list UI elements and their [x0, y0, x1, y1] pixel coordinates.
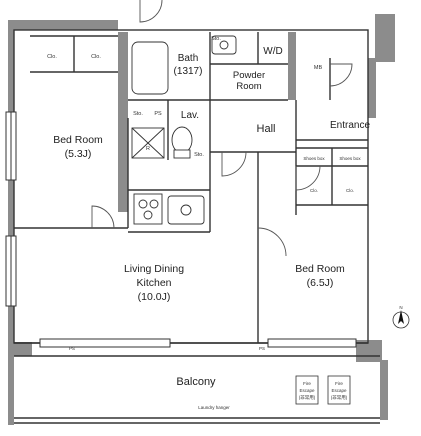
windows: [5, 111, 357, 348]
fire-escape-label-1b: Escape: [299, 388, 315, 393]
closet-label-3: Clo.: [310, 188, 318, 193]
door-entrance: [329, 63, 353, 87]
door-hall: [221, 151, 247, 177]
window-bedroom-right-bottom: [267, 338, 357, 348]
wd-wall: [288, 32, 296, 100]
refrigerator-label: R: [146, 146, 150, 152]
fixtures: [131, 35, 237, 225]
bath-label: Bath: [178, 53, 199, 64]
north-arrow-icon: [398, 310, 404, 324]
central-wall-upper: [118, 32, 128, 212]
interior-walls: [13, 29, 380, 424]
fire-escape-label-1c: (非常用): [299, 394, 316, 401]
wd-label: W/D: [263, 46, 282, 57]
top-left-wall: [8, 20, 118, 30]
balcony-label: Balcony: [176, 376, 216, 388]
door-swings: [91, 0, 353, 257]
powder-room-line1: Powder: [233, 70, 265, 81]
bedroom-right-label: Bed Room: [295, 263, 345, 275]
door-bedroom-right: [295, 165, 321, 191]
ldk-size: (10.0J): [138, 291, 171, 303]
compass: N: [392, 305, 410, 329]
closet-label-2: Clo.: [91, 54, 101, 60]
closet-label-1: Clo.: [47, 54, 57, 60]
powder-room-line2: Room: [236, 81, 261, 92]
fire-escape-label-2c: (非常用): [331, 394, 348, 401]
stove: [133, 193, 163, 225]
bathtub: [131, 41, 169, 95]
ps-label-top: PS: [154, 111, 162, 117]
door-ldk: [257, 227, 287, 257]
storage-label-1: Sto.: [133, 111, 143, 117]
closet-label-4: Clo.: [346, 188, 354, 193]
compass-north-label: N: [399, 305, 402, 310]
door-top: [139, 0, 163, 23]
bath-size: (1317): [174, 66, 203, 77]
bedroom-left-size: (5.3J): [65, 148, 92, 160]
storage-label-3: Sto.: [194, 152, 204, 158]
fire-escape-label-1a: Fire: [303, 381, 311, 386]
balcony-right-wall: [380, 360, 388, 420]
door-bedroom-left: [91, 205, 115, 229]
bottom-left-column: [8, 342, 32, 356]
mb-label: MB: [314, 65, 323, 71]
fire-escape-label-2b: Escape: [331, 388, 347, 393]
ps-label-right: PS: [259, 346, 265, 351]
top-right-column: [375, 14, 395, 62]
toilet: [171, 126, 193, 154]
hall-label: Hall: [257, 123, 276, 135]
ldk-label-line2: Kitchen: [136, 277, 171, 289]
storage-label-2: Sto.: [211, 36, 221, 42]
laundry-hanger-label: Laundry hanger: [198, 405, 230, 410]
lav-label: Lav.: [181, 110, 199, 121]
shoes-box-label-2: Shoes box: [339, 156, 361, 161]
left-outer-wall: [8, 20, 14, 425]
ldk-label-line1: Living Dining: [124, 263, 184, 275]
fire-escape-hatches: Fire Escape (非常用) Fire Escape (非常用): [295, 375, 351, 405]
bedroom-left-label: Bed Room: [53, 134, 103, 146]
ps-label-left: PS: [69, 346, 75, 351]
shoes-box-label-1: Shoes box: [303, 156, 325, 161]
right-upper-wall: [368, 58, 376, 118]
room-labels: Bath (1317) W/D Powder Room Bed Room (5.…: [53, 46, 370, 410]
fire-escape-label-2a: Fire: [335, 381, 343, 386]
entrance-label: Entrance: [330, 120, 370, 131]
structural-walls: [8, 14, 395, 425]
window-ldk-bottom: [39, 338, 171, 348]
small-labels: Clo. Clo. Sto. PS Sto. Sto. R MB Shoes b…: [47, 36, 361, 351]
bedroom-right-size: (6.5J): [307, 277, 334, 289]
